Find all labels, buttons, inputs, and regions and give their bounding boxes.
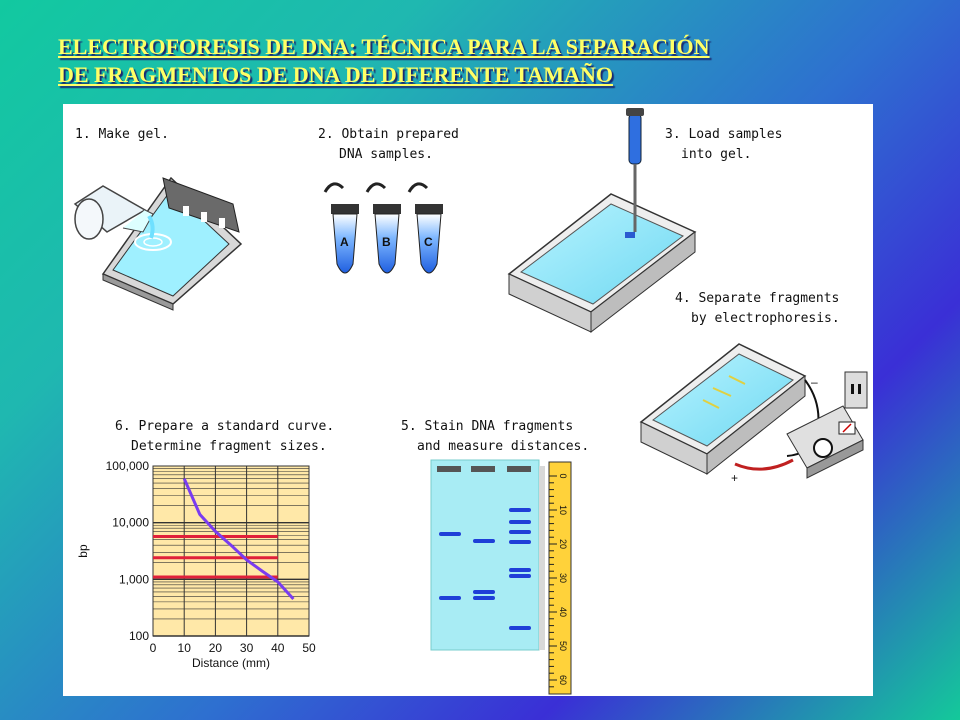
y-tick-label: 10,000 [112,516,149,530]
tube-b-label: B [382,235,391,249]
stained-gel [430,459,545,651]
ruler-tick-label: 30 [558,573,568,583]
positive-wire [734,458,794,471]
electrophoresis-diagram: 1. Make gel. 2. Obtain prepared DNA samp… [73,108,868,695]
step4-label-a: 4. Separate fragments [675,291,839,306]
step5-label-a: 5. Stain DNA fragments [401,419,573,434]
gel-box-loading [507,193,697,334]
electrophoresis-box [639,343,807,476]
ruler-tick-label: 40 [558,607,568,617]
step5-label-b: and measure distances. [417,439,589,454]
tube-a-label: A [340,235,349,249]
step3-label-a: 3. Load samples [665,127,782,142]
y-axis-label: bp [76,544,90,558]
standard-curve-chart: 100,000 10,000 1,000 100 0 10 20 30 40 50 Distan… [76,459,316,670]
ruler-tick-label: 20 [558,539,568,549]
step4-label-b: by electrophoresis. [691,311,840,326]
slide-title: ELECTROFORESIS DE DNA: TÉCNICA PARA LA S… [58,33,918,89]
x-tick-label: 50 [302,641,316,655]
step2-label-b: DNA samples. [339,147,433,162]
band [509,520,531,524]
plot-area [152,465,310,637]
micropipette-icon [626,108,644,232]
band [509,508,531,512]
ruler-tick-label: 10 [558,505,568,515]
ruler-tick-label: 60 [558,675,568,685]
sample-tube-b-icon: B [365,182,401,274]
band [473,590,495,594]
step2-label-a: 2. Obtain prepared [318,127,459,142]
diagram-panel: 1. Make gel. 2. Obtain prepared DNA samp… [63,104,873,696]
y-tick-label: 100 [129,629,149,643]
band [439,532,461,536]
x-tick-label: 30 [240,641,254,655]
sample-tube-c-icon: C [407,182,443,274]
sample-tube-a-icon: A [323,182,359,274]
slide-title-line1: ELECTROFORESIS DE DNA: TÉCNICA PARA LA S… [58,34,710,59]
wall-outlet-icon [844,371,868,409]
band [509,568,531,572]
band [509,574,531,578]
band [473,596,495,600]
x-tick-label: 0 [150,641,157,655]
band [509,530,531,534]
measuring-ruler: 0 10 20 30 40 50 60 [548,461,572,695]
ruler-tick-label: 0 [558,473,568,478]
step3-label-b: into gel. [681,147,751,162]
band [509,540,531,544]
band [473,539,495,543]
x-tick-label: 10 [178,641,192,655]
y-tick-label: 100,000 [106,459,150,473]
ruler-tick-label: 50 [558,641,568,651]
slide-title-line2: DE FRAGMENTOS DE DNA DE DIFERENTE TAMAÑO [58,62,613,87]
power-supply-icon [786,405,864,479]
tube-c-label: C [424,235,433,249]
step1-label: 1. Make gel. [75,127,169,142]
step6-label-a: 6. Prepare a standard curve. [115,419,334,434]
electrode-positive: + [731,471,738,485]
electrode-negative: – [811,375,818,389]
band [509,626,531,630]
band [439,596,461,600]
step6-label-b: Determine fragment sizes. [131,439,327,454]
standard-curve-line [182,478,295,601]
x-axis-label: Distance (mm) [192,656,270,670]
x-tick-label: 40 [271,641,285,655]
x-tick-label: 20 [209,641,223,655]
y-tick-label: 1,000 [119,572,149,586]
pouring-flask-icon [73,185,155,240]
